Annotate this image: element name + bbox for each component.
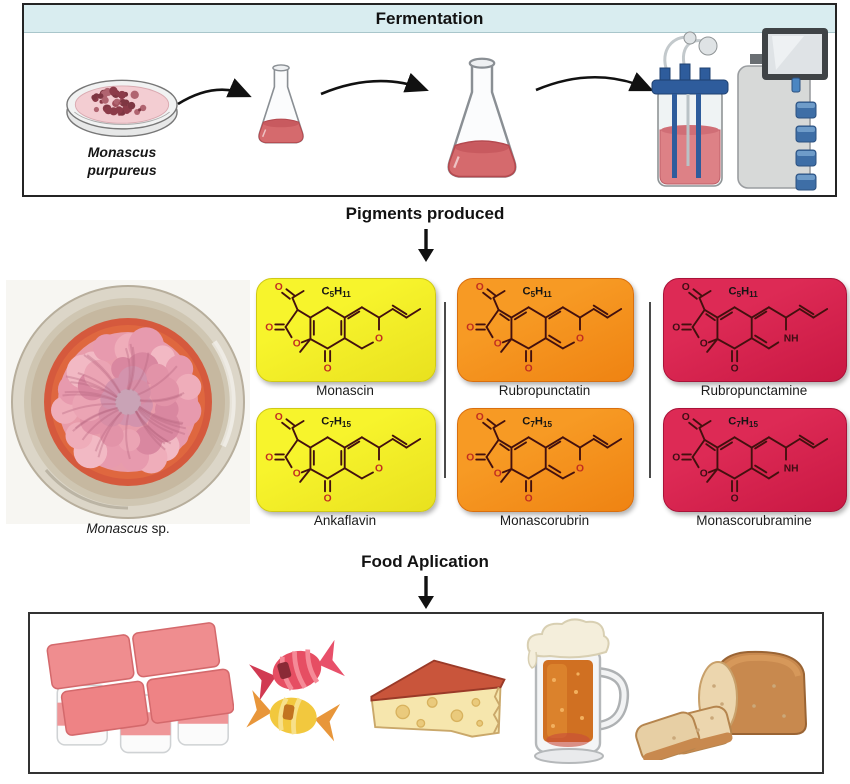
svg-text:O: O	[265, 322, 273, 333]
pigment-card-label: Monascorubramine	[696, 513, 812, 528]
beer-mug-icon	[520, 614, 630, 766]
petri-dish-icon	[52, 56, 192, 142]
arrow-right-icon	[175, 76, 255, 117]
structure-diagram: O O O O O C5H11	[466, 282, 623, 375]
svg-text:O: O	[293, 339, 301, 350]
small-flask-icon	[248, 62, 314, 150]
svg-text:O: O	[672, 322, 680, 333]
structure-diagram: O O O O NH C5H11	[672, 282, 829, 375]
svg-text:C7H15: C7H15	[321, 415, 351, 429]
structure-diagram: O O O O O C7H15	[466, 412, 623, 505]
cheese-wedge-icon	[360, 632, 512, 750]
pigment-card-label: Ankaflavin	[313, 513, 377, 528]
fermentation-header-band: Fermentation	[24, 5, 835, 33]
svg-text:C5H11: C5H11	[523, 285, 553, 299]
wrapped-candy-icon	[242, 639, 352, 744]
svg-text:O: O	[682, 282, 690, 293]
pigment-card-monascorubramine: O O O O NH C7H15	[663, 408, 847, 512]
pigment-card-rubropunctamine: O O O O NH C5H11	[663, 278, 847, 382]
svg-text:C5H11: C5H11	[322, 285, 352, 299]
svg-text:O: O	[525, 494, 533, 505]
arrow-right-icon	[535, 72, 654, 92]
structure-diagram: O O O O O C5H11	[265, 282, 422, 375]
svg-text:NH: NH	[784, 464, 799, 475]
column-separator-line	[649, 302, 651, 478]
arrow-down-icon	[418, 229, 434, 262]
svg-text:O: O	[275, 282, 283, 293]
arrow-right-icon	[318, 68, 434, 109]
organism-label: Monascus purpureus	[48, 143, 196, 179]
organism-label-line1: Monascus	[87, 144, 157, 160]
arrow-down-icon	[415, 227, 437, 268]
organism-label-line2: purpureus	[87, 162, 157, 178]
pigment-card-label: Rubropunctatin	[498, 383, 591, 398]
arrow-down-icon	[415, 574, 437, 615]
svg-text:O: O	[476, 282, 484, 293]
svg-text:O: O	[324, 364, 332, 375]
svg-text:O: O	[275, 412, 283, 423]
svg-text:O: O	[494, 469, 502, 480]
bread-loaf-icon	[634, 626, 816, 764]
svg-text:O: O	[525, 364, 533, 375]
svg-text:O: O	[494, 339, 502, 350]
dish-photo-label: Monascus sp.	[58, 521, 198, 536]
pigment-card-ankaflavin: O O O O O C7H15	[256, 408, 436, 512]
svg-text:O: O	[466, 322, 474, 333]
pigment-card-label: Monascorubrin	[499, 513, 590, 528]
pigment-card-monascorubrin: O O O O O C7H15	[457, 408, 634, 512]
svg-text:O: O	[476, 412, 484, 423]
svg-text:O: O	[265, 452, 273, 463]
pigments-title: Pigments produced	[345, 204, 505, 223]
svg-text:O: O	[576, 464, 584, 475]
svg-text:O: O	[672, 452, 680, 463]
svg-text:O: O	[293, 469, 301, 480]
large-flask-icon	[432, 50, 532, 192]
yogurt-multipack-icon	[38, 622, 235, 766]
svg-text:O: O	[576, 334, 584, 345]
dish-photo-label-suffix: sp.	[147, 521, 170, 536]
svg-text:O: O	[700, 469, 708, 480]
arrow-right-icon	[320, 72, 429, 96]
dish-photo-label-genus: Monascus	[86, 521, 148, 536]
structure-diagram: O O O O O C7H15	[265, 412, 422, 505]
svg-text:O: O	[375, 334, 383, 345]
food-title: Food Aplication	[361, 552, 489, 571]
svg-text:O: O	[700, 339, 708, 350]
svg-text:O: O	[682, 412, 690, 423]
svg-text:O: O	[731, 494, 739, 505]
column-separator-line	[444, 302, 446, 478]
svg-text:O: O	[466, 452, 474, 463]
svg-text:C5H11: C5H11	[729, 285, 759, 299]
svg-text:O: O	[375, 464, 383, 475]
pigment-card-monascin: O O O O O C5H11	[256, 278, 436, 382]
bioreactor-icon	[650, 26, 832, 194]
petri-dish-photo	[6, 280, 250, 524]
svg-text:NH: NH	[784, 334, 799, 345]
pigment-card-label: Rubropunctamine	[700, 383, 808, 398]
svg-text:C7H15: C7H15	[522, 415, 552, 429]
arrow-right-icon	[533, 62, 659, 109]
arrow-down-icon	[418, 576, 434, 609]
arrow-right-icon	[177, 78, 252, 106]
fermentation-title: Fermentation	[375, 8, 484, 28]
svg-text:O: O	[731, 364, 739, 375]
pigment-card-rubropunctatin: O O O O O C5H11	[457, 278, 634, 382]
pigment-card-label: Monascin	[316, 383, 374, 398]
svg-text:C7H15: C7H15	[728, 415, 758, 429]
svg-text:O: O	[324, 494, 332, 505]
structure-diagram: O O O O NH C7H15	[672, 412, 829, 505]
